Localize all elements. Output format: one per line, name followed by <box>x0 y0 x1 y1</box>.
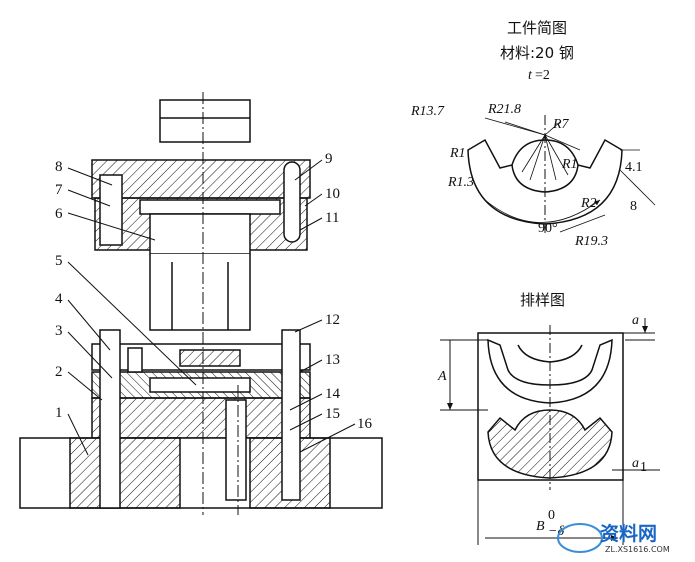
strip-part-bottom <box>487 409 613 479</box>
part-label-10: 10 <box>325 186 340 202</box>
part-label-15: 15 <box>325 406 340 422</box>
workpiece-material: 材料:20 钢 <box>500 44 574 62</box>
workpiece-sketch: 工件简图 材料:20 钢 t =2 R13.7 R21.8 R7 R1 R1.3 <box>410 19 656 249</box>
watermark-logo: 资料网 ZL.XS1616.COM <box>557 522 670 554</box>
part-label-13: 13 <box>325 352 340 368</box>
part-label-12: 12 <box>325 312 340 328</box>
leader-lines <box>67 159 356 456</box>
part-label-7: 7 <box>55 182 63 198</box>
part-label-9: 9 <box>325 151 333 167</box>
dim-r1-right: R1 <box>561 157 578 172</box>
dim-B-sup: 0 <box>548 508 555 523</box>
part-label-5: 5 <box>55 253 63 269</box>
workpiece-title: 工件简图 <box>507 19 567 37</box>
dim-90-deg: 90° <box>538 221 558 236</box>
strip-part-top <box>487 338 613 404</box>
watermark-text: 资料网 <box>600 522 657 545</box>
dim-r1-left: R1 <box>449 146 466 161</box>
part-label-4: 4 <box>55 291 63 307</box>
part-label-3: 3 <box>55 323 63 339</box>
part-labels: 8 7 6 5 4 3 2 1 9 10 11 12 13 14 15 16 <box>55 151 373 432</box>
dim-B: B <box>536 519 545 534</box>
lower-die <box>91 397 311 439</box>
part-label-11: 11 <box>325 210 339 226</box>
upper-plate <box>91 159 311 199</box>
part-label-1: 1 <box>55 405 63 421</box>
dim-r1-3: R1.3 <box>447 175 474 190</box>
dim-a: a <box>632 313 639 328</box>
dim-r7: R7 <box>552 117 570 132</box>
dim-r19-3: R19.3 <box>574 234 608 249</box>
layout-title: 排样图 <box>520 291 565 309</box>
dim-4-1: 4.1 <box>625 160 643 175</box>
workpiece-thickness-eq: =2 <box>535 68 550 83</box>
part-label-2: 2 <box>55 364 63 380</box>
part-label-6: 6 <box>55 206 63 222</box>
dim-8: 8 <box>630 199 637 214</box>
punch-body <box>149 254 251 331</box>
part-label-8: 8 <box>55 159 63 175</box>
strip-layout: 排样图 a A a 1 B 0 −δ <box>437 291 660 545</box>
dim-B-sub: −δ <box>548 524 564 539</box>
watermark-url: ZL.XS1616.COM <box>605 545 670 554</box>
part-label-14: 14 <box>325 386 341 402</box>
dim-r21-8: R21.8 <box>487 102 521 117</box>
dim-r13-7: R13.7 <box>410 104 445 119</box>
dim-a1: a <box>632 456 639 471</box>
part-label-16: 16 <box>357 416 373 432</box>
punch <box>149 213 251 255</box>
dim-a1-sub: 1 <box>640 460 647 475</box>
shank <box>159 99 251 143</box>
dim-r2: R2 <box>580 196 597 211</box>
workpiece-thickness: t <box>528 68 533 83</box>
die-assembly <box>19 92 383 515</box>
dim-A: A <box>437 369 447 384</box>
